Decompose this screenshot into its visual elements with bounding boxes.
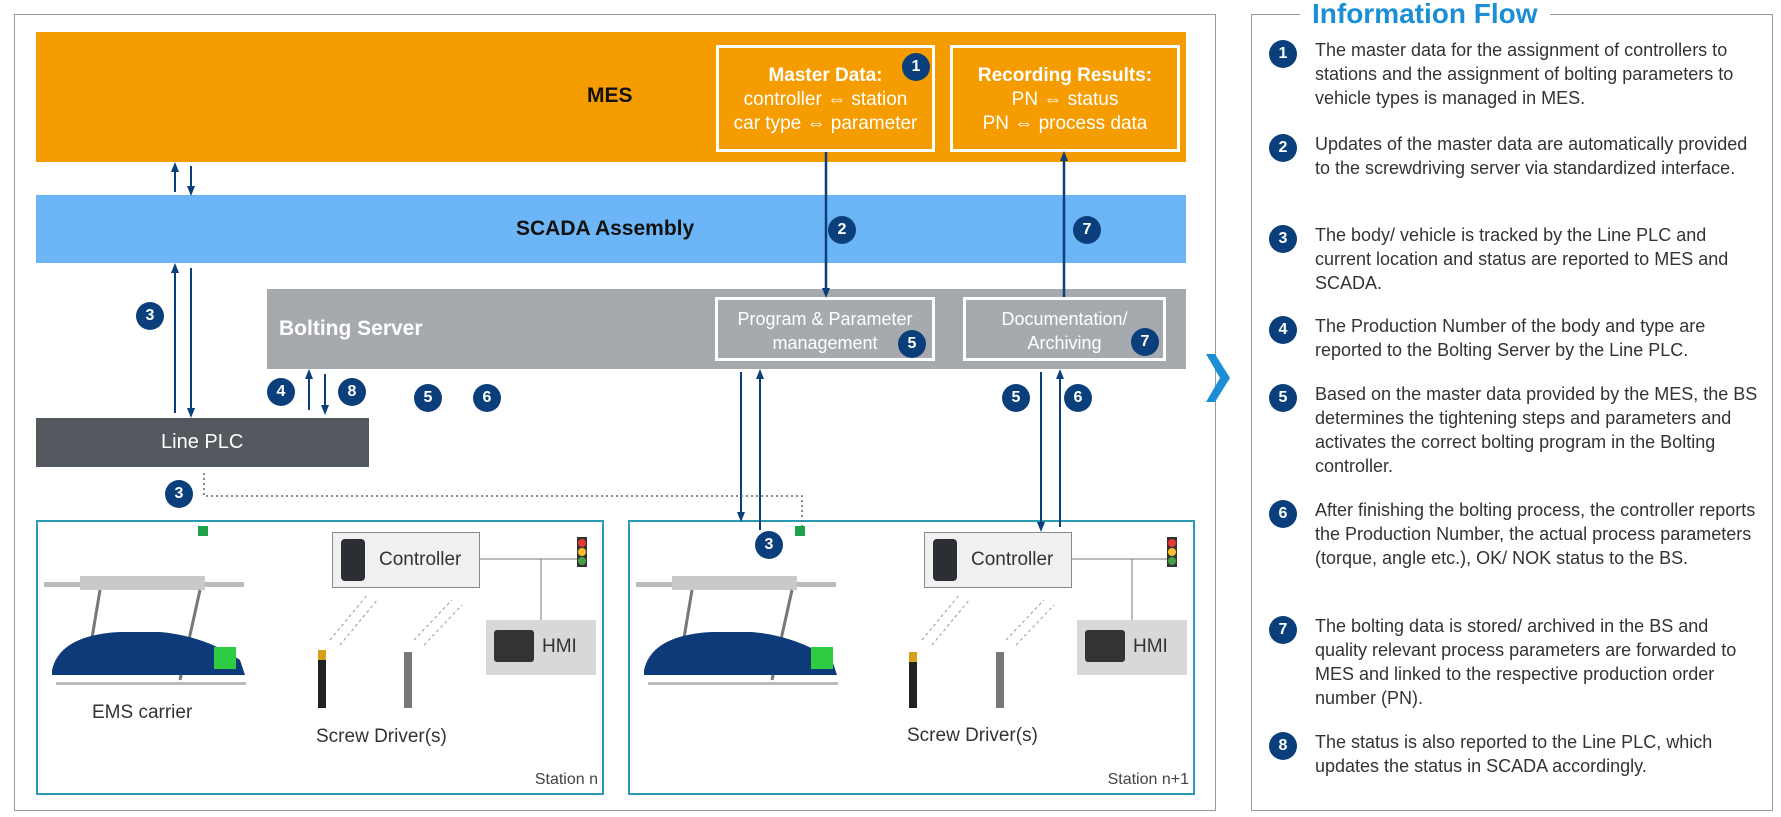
info-text-2: Updates of the master data are automatic… — [1315, 134, 1748, 178]
recording-results-line2: PN ⇔ process data — [982, 113, 1148, 134]
ems-carrier-label: EMS carrier — [92, 702, 193, 723]
info-num-7: 7 — [1269, 616, 1297, 644]
line-plc-label: Line PLC — [161, 431, 244, 453]
station-n1-label: Station n+1 — [1107, 771, 1189, 788]
recording-results-box: Recording Results: PN ⇔ status PN ⇔ proc… — [950, 45, 1180, 152]
program-mgmt-line2: management — [772, 333, 878, 353]
bolting-server-label: Bolting Server — [279, 317, 423, 340]
hmi-station-n: HMI — [486, 620, 596, 675]
chevron-right-icon — [1206, 354, 1230, 402]
info-text-6: After finishing the bolting process, the… — [1315, 500, 1756, 568]
info-text-3: The body/ vehicle is tracked by the Line… — [1315, 225, 1729, 293]
badge-3-left: 3 — [136, 302, 164, 330]
controller-icon — [341, 539, 365, 581]
station-n-label: Station n — [534, 771, 598, 788]
info-text-4: The Production Number of the body and ty… — [1315, 316, 1706, 360]
diagram-frame — [14, 14, 1216, 811]
stack-light-icon-n — [577, 537, 587, 567]
badge-6-left: 6 — [473, 384, 501, 412]
badge-6-right: 6 — [1064, 384, 1092, 412]
program-mgmt-line1: Program & Parameter — [737, 309, 913, 329]
mes-band: MES — [36, 32, 1186, 162]
badge-5-program: 5 — [898, 330, 926, 358]
car-carrier-icon-n1 — [636, 576, 838, 685]
info-num-4: 4 — [1269, 316, 1297, 344]
controller-station-n1: Controller — [924, 532, 1072, 588]
line-plc-box: Line PLC — [36, 418, 369, 467]
hmi-label-n1: HMI — [1133, 636, 1168, 657]
badge-5-right: 5 — [1002, 384, 1030, 412]
info-num-5: 5 — [1269, 384, 1297, 412]
badge-5-left: 5 — [414, 384, 442, 412]
info-text-8: The status is also reported to the Line … — [1315, 732, 1713, 776]
scada-label: SCADA Assembly — [516, 217, 695, 240]
info-num-3: 3 — [1269, 225, 1297, 253]
hmi-label-n: HMI — [542, 636, 577, 657]
controller-label-n: Controller — [379, 549, 462, 570]
tracking-dotted-line — [203, 473, 803, 527]
badge-1: 1 — [902, 53, 930, 81]
hmi-screen-icon — [494, 630, 534, 662]
recording-results-title: Recording Results: — [977, 65, 1153, 86]
screw-drivers-label-n1: Screw Driver(s) — [907, 725, 1038, 746]
bolting-server-band: Bolting Server — [267, 289, 1186, 369]
scada-band: SCADA Assembly — [36, 195, 1186, 263]
info-panel-title: Information Flow — [1300, 0, 1550, 30]
badge-7-documentation: 7 — [1131, 328, 1159, 356]
screw-drivers-label-n: Screw Driver(s) — [316, 726, 447, 747]
controller-station-n: Controller — [332, 532, 480, 588]
sensor-icon-n1 — [795, 526, 805, 536]
info-text-5: Based on the master data provided by the… — [1315, 384, 1758, 476]
badge-3-station: 3 — [755, 531, 783, 559]
program-mgmt-box: Program & Parameter management — [715, 297, 935, 361]
badge-7: 7 — [1073, 216, 1101, 244]
car-carrier-icon-n — [44, 576, 246, 685]
info-num-1: 1 — [1269, 40, 1297, 68]
documentation-line2: Archiving — [1027, 333, 1102, 353]
badge-8: 8 — [338, 378, 366, 406]
master-data-title: Master Data: — [768, 65, 883, 86]
hmi-station-n1: HMI — [1077, 620, 1187, 675]
badge-3-bottom: 3 — [165, 480, 193, 508]
screw-driver-icons-n1 — [909, 593, 1055, 708]
recording-results-line1: PN ⇔ status — [1011, 89, 1119, 110]
station-n: Station n — [36, 520, 604, 795]
master-data-box: Master Data: controller ⇔ station car ty… — [716, 45, 935, 152]
badge-2: 2 — [828, 216, 856, 244]
master-data-line1: controller ⇔ station — [743, 89, 908, 110]
info-num-6: 6 — [1269, 500, 1297, 528]
documentation-box: Documentation/ Archiving — [963, 297, 1166, 361]
controller-icon — [933, 539, 957, 581]
sensor-icon-n — [198, 526, 208, 536]
badge-4: 4 — [267, 378, 295, 406]
controller-label-n1: Controller — [971, 549, 1054, 570]
info-num-2: 2 — [1269, 134, 1297, 162]
documentation-line1: Documentation/ — [1001, 309, 1128, 329]
info-num-8: 8 — [1269, 732, 1297, 760]
station-n1: Station n+1 — [628, 520, 1195, 795]
mes-label: MES — [587, 84, 633, 107]
master-data-line2: car type ⇔ parameter — [733, 113, 918, 134]
screw-driver-icons-n — [318, 593, 463, 708]
info-text-1: The master data for the assignment of co… — [1315, 40, 1734, 108]
hmi-screen-icon — [1085, 630, 1125, 662]
stack-light-icon-n1 — [1167, 537, 1177, 567]
info-text-7: The bolting data is stored/ archived in … — [1315, 616, 1737, 708]
